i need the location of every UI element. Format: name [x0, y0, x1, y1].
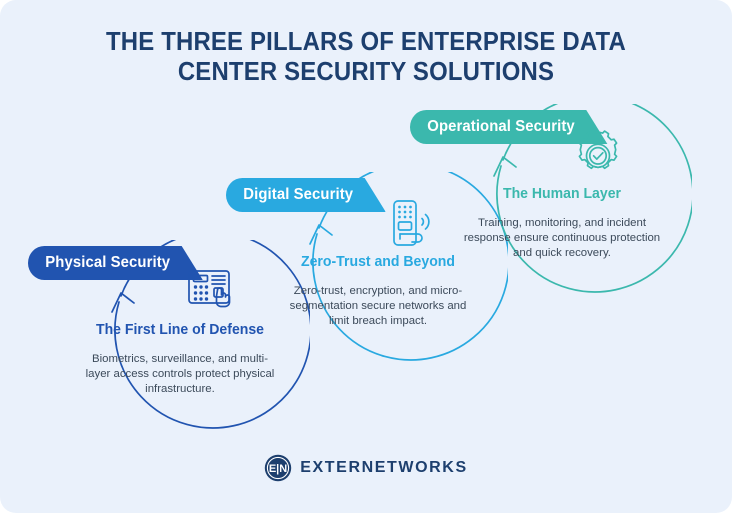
logo-wordmark: EXTERNETWORKS: [300, 459, 468, 476]
footer-logo: E|N EXTERNETWORKS: [0, 454, 732, 482]
badge-physical-security[interactable]: Physical Security: [28, 246, 203, 280]
pillar-heading-digital: Zero-Trust and Beyond: [301, 254, 455, 270]
pillar-physical-security: Physical Security The First Line of Defe…: [50, 240, 310, 460]
pillar-body-operational: Training, monitoring, and incident respo…: [463, 217, 661, 260]
pillar-body-physical: Biometrics, surveillance, and multi-laye…: [85, 353, 275, 396]
smart-door-lock-icon: [393, 200, 430, 246]
pillar-heading-physical: The First Line of Defense: [95, 322, 265, 338]
badge-operational-security[interactable]: Operational Security: [410, 110, 607, 144]
pillar-digital-security: Digital Security Zero-Trust and Beyond Z…: [248, 172, 508, 392]
gear-check-icon: [578, 130, 618, 170]
pillar-operational-security: Operational Security The Human Layer Tra…: [432, 104, 692, 324]
svg-text:E|N: E|N: [269, 463, 287, 475]
badge-digital-security[interactable]: Digital Security: [226, 178, 386, 212]
page-title: THE THREE PILLARS OF ENTERPRISE DATA CEN…: [105, 26, 627, 86]
logo-mark-icon: E|N: [265, 454, 292, 482]
pillar-body-digital: Zero-trust, encryption, and micro-segmen…: [289, 285, 467, 328]
pillar-heading-operational: The Human Layer: [502, 186, 622, 202]
keypad-access-panel-icon: [188, 270, 231, 308]
